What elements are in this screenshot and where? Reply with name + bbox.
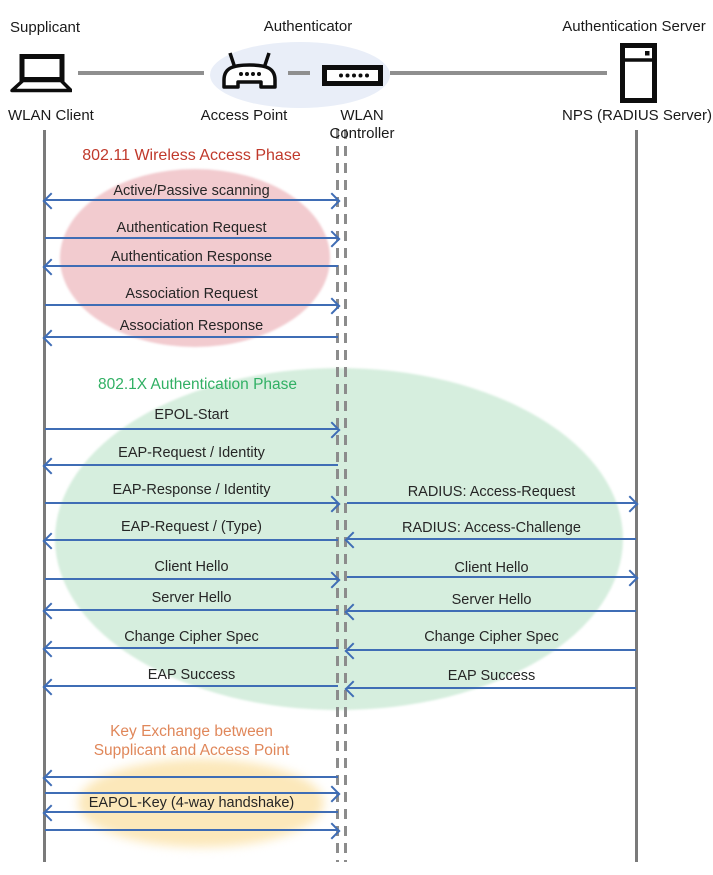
message-arrow-left: [42, 532, 338, 550]
lifeline-wlan-controller-dashed-1: [336, 129, 339, 862]
lifeline-nps-server: [635, 130, 638, 862]
message-label: EAP-Request / Identity: [118, 445, 265, 461]
key-exchange-arrow-left: [42, 769, 338, 787]
message-arrow-right: [45, 297, 341, 315]
connector-client-ap: [78, 71, 204, 75]
message-arrow-right: [45, 421, 341, 439]
message-arrow-right: [347, 569, 639, 587]
key-exchange-label: EAPOL-Key (4-way handshake): [88, 795, 295, 811]
message-arrow-both: [42, 192, 341, 210]
message-label: EAP Success: [447, 668, 536, 684]
message-label: Authentication Request: [116, 220, 267, 236]
key-exchange-arrow-left: [42, 804, 338, 822]
message-label: Association Response: [119, 318, 264, 334]
message-arrow-left: [42, 640, 338, 658]
message-label: RADIUS: Access-Request: [407, 484, 576, 500]
device-label-access-point: Access Point: [200, 107, 288, 124]
connector-wlc-server: [390, 71, 607, 75]
message-arrow-right: [347, 495, 639, 513]
phase-title-key-exchange-line1: Key Exchange between: [110, 723, 273, 740]
phase-title-key-exchange: Key Exchange between Supplicant and Acce…: [45, 722, 338, 760]
lifeline-wlan-controller-dashed-2: [344, 129, 347, 862]
message-label: RADIUS: Access-Challenge: [402, 520, 581, 536]
message-arrow-left: [42, 457, 338, 475]
message-label: EAP-Request / (Type): [120, 519, 263, 535]
laptop-icon: [10, 54, 72, 93]
device-label-wlan-controller: WLAN Controller: [329, 107, 395, 142]
message-arrow-right: [45, 495, 341, 513]
phase-title-key-exchange-line2: Supplicant and Access Point: [93, 742, 290, 759]
key-exchange-arrow-right: [45, 785, 341, 803]
message-arrow-left: [344, 603, 636, 621]
message-label: Change Cipher Spec: [124, 629, 259, 645]
phase-title-8021x: 802.1X Authentication Phase: [97, 376, 298, 393]
message-label: Server Hello: [151, 590, 232, 606]
message-arrow-left: [344, 642, 636, 660]
controller-box-icon: [322, 65, 383, 86]
wireless-router-icon: [221, 52, 278, 89]
role-label-authenticator: Authenticator: [263, 18, 353, 35]
message-arrow-left: [344, 680, 636, 698]
message-label: EPOL-Start: [154, 407, 229, 423]
message-arrow-left: [42, 258, 338, 276]
server-icon: [620, 43, 657, 103]
message-label: EAP-Response / Identity: [112, 482, 271, 498]
message-arrow-left: [42, 602, 338, 620]
phase-ellipse-80211: [60, 169, 330, 347]
message-arrow-left: [42, 329, 338, 347]
connector-ap-wlc: [288, 71, 310, 75]
lifeline-wlan-client: [43, 130, 46, 862]
phase-ellipse-key-exchange: [78, 759, 324, 847]
message-label: Authentication Response: [110, 249, 273, 265]
role-label-authentication-server: Authentication Server: [562, 18, 706, 35]
key-exchange-arrow-right: [45, 822, 341, 840]
message-label: Change Cipher Spec: [424, 629, 559, 645]
message-arrow-right: [45, 230, 341, 248]
role-label-supplicant: Supplicant: [10, 19, 81, 36]
message-label: Active/Passive scanning: [113, 183, 270, 199]
phase-title-80211: 802.11 Wireless Access Phase: [82, 147, 301, 164]
device-label-wlan-client: WLAN Client: [8, 107, 94, 124]
message-label: Server Hello: [451, 592, 532, 608]
message-label: Association Request: [125, 286, 258, 302]
message-label: EAP Success: [147, 667, 236, 683]
device-label-nps: NPS (RADIUS Server): [561, 107, 713, 124]
message-label: Client Hello: [454, 560, 529, 576]
message-arrow-left: [42, 678, 338, 696]
message-arrow-right: [45, 571, 341, 589]
message-arrow-left: [344, 531, 636, 549]
message-label: Client Hello: [154, 559, 229, 575]
